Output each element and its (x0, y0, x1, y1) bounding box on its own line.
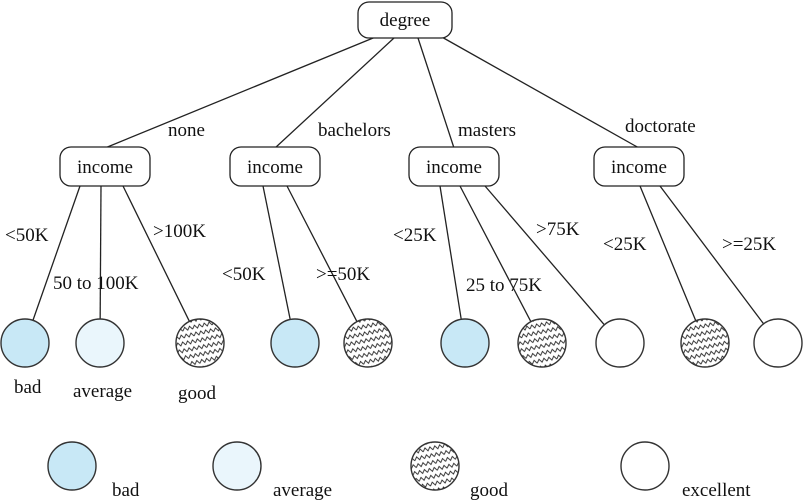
edge-income-leaf (122, 185, 191, 322)
edge-income-leaf (484, 185, 605, 326)
income-node-box (593, 146, 685, 187)
income-node-box (408, 146, 500, 187)
legend-swatch-average (212, 441, 262, 491)
edge-label-doctorate: doctorate (625, 116, 696, 137)
leaf-class-label: good (178, 383, 217, 404)
leaf-node-good (680, 318, 730, 368)
leaf-edge-label: >75K (536, 219, 580, 240)
edge-label-bachelors: bachelors (318, 120, 391, 141)
edge-income-leaf (262, 185, 291, 320)
legend-label-excellent: excellent (682, 480, 751, 501)
leaf-edge-label: >=50K (316, 264, 370, 285)
leaf-node-excellent (595, 318, 645, 368)
edge-label-masters: masters (458, 120, 516, 141)
leaf-edge-label: 25 to 75K (466, 275, 542, 296)
root-node-box (357, 1, 453, 39)
edge-income-leaf (99, 185, 102, 320)
legend-swatch-excellent (620, 441, 670, 491)
leaf-class-label: average (73, 381, 132, 402)
legend-swatch-good (410, 441, 460, 491)
legend-swatch-bad (47, 441, 97, 491)
edge-income-leaf (32, 185, 81, 321)
leaf-node-average (75, 318, 125, 368)
edge-label-none: none (168, 120, 205, 141)
leaf-edge-label: <50K (222, 264, 266, 285)
income-node-label: income (77, 157, 133, 178)
legend-label-good: good (470, 480, 509, 501)
leaf-node-good (517, 318, 567, 368)
income-node-box (59, 146, 151, 187)
leaf-node-bad (270, 318, 320, 368)
leaf-edge-label: >=25K (722, 234, 776, 255)
income-node-box (229, 146, 321, 187)
income-node-label: income (247, 157, 303, 178)
leaf-node-bad (0, 318, 50, 368)
edge-degree-none (104, 35, 379, 149)
root-node-label: degree (380, 10, 431, 31)
leaf-edge-label: >100K (153, 221, 206, 242)
leaf-node-good (175, 318, 225, 368)
edge-income-leaf (286, 185, 358, 322)
legend-label-average: average (273, 480, 332, 501)
income-node-label: income (426, 157, 482, 178)
edge-degree-bachelors (274, 37, 395, 149)
edge-income-leaf (639, 185, 697, 322)
edge-degree-masters (417, 37, 455, 149)
edge-degree-doctorate (439, 35, 640, 149)
legend-label-bad: bad (112, 480, 140, 501)
edge-income-leaf (459, 185, 532, 323)
edge-income-leaf (659, 185, 765, 325)
leaf-node-good (343, 318, 393, 368)
leaf-edge-label: <25K (393, 225, 437, 246)
leaf-class-label: bad (14, 377, 42, 398)
leaf-node-bad (440, 318, 490, 368)
edge-income-leaf (439, 185, 462, 320)
legend: bad average good excellent (47, 441, 751, 501)
income-node-label: income (611, 157, 667, 178)
leaf-edge-label: <25K (603, 234, 647, 255)
leaf-node-excellent (753, 318, 803, 368)
leaf-edge-label: 50 to 100K (53, 273, 139, 294)
leaf-edge-label: <50K (5, 225, 49, 246)
